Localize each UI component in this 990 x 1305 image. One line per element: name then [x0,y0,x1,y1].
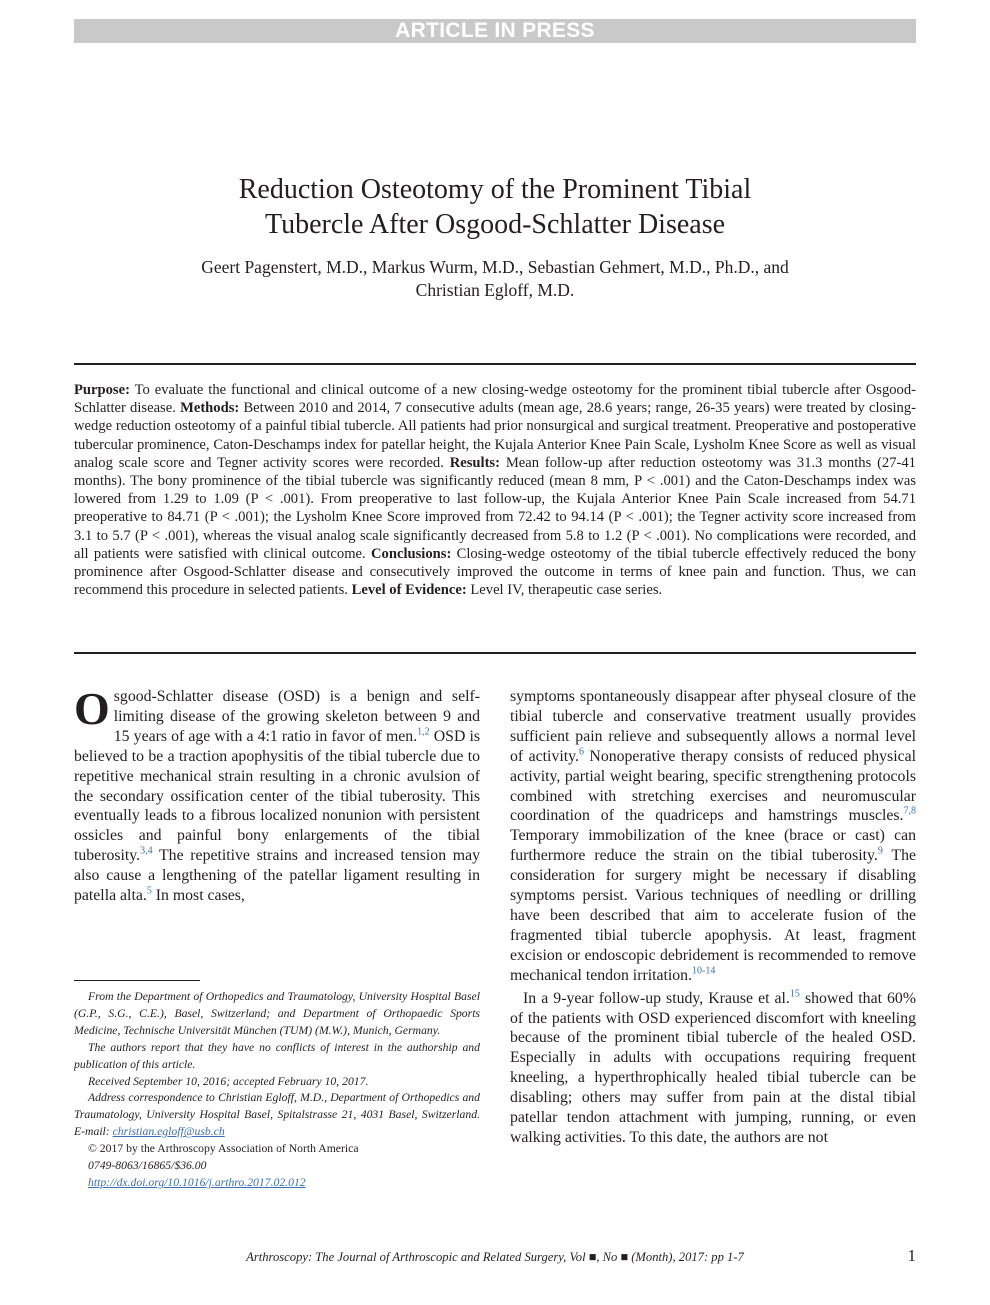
citation-ref[interactable]: 5 [146,885,152,897]
conflict-note: The authors report that they have no con… [74,1040,480,1071]
authors-line-2: Christian Egloff, M.D. [415,280,575,300]
citation-ref[interactable]: 15 [789,988,800,1000]
drop-cap: O [74,683,110,734]
citation-ref[interactable]: 9 [877,845,883,857]
article-in-press-banner: ARTICLE IN PRESS [74,19,916,43]
affiliation-note: From the Department of Orthopedics and T… [74,990,480,1037]
body-paragraph-2: In a 9-year follow-up study, Krause et a… [510,989,916,1148]
methods-text: Between 2010 and 2014, 7 consecutive adu… [74,400,917,471]
email-link[interactable]: christian.egloff@usb.ch [112,1125,225,1139]
right-text-a: symptoms spontaneously disappear after p… [510,688,916,765]
citation-ref[interactable]: 3,4 [140,845,153,857]
abstract-bottom-rule [74,652,916,654]
right-text-d: The consideration for surgery might be n… [510,847,916,984]
doi-note: http://dx.doi.org/10.1016/j.arthro.2017.… [74,1175,480,1192]
level-of-evidence-text: Level IV, therapeutic case series. [470,582,663,599]
citation-ref[interactable]: 7,8 [903,806,917,818]
results-text: Mean follow-up after reduction osteotomy… [74,454,916,562]
copyright-note: © 2017 by the Arthroscopy Association of… [88,1142,359,1156]
title-line-1: Reduction Osteotomy of the Prominent Tib… [238,174,752,205]
correspondence-text: Address correspondence to Christian Eglo… [74,1091,480,1139]
article-footnotes: From the Department of Orthopedics and T… [74,989,480,1192]
body-paragraph-1: symptoms spontaneously disappear after p… [510,687,916,986]
right-text-f: showed that 60% of the patients with OSD… [510,989,916,1146]
methods-label: Methods: [180,400,240,417]
intro-text-c: The repetitive strains and increased ten… [74,847,480,905]
abstract: Purpose: To evaluate the functional and … [74,381,916,599]
intro-text-a: sgood-Schlatter disease (OSD) is a benig… [113,688,480,745]
correspondence-note: Address correspondence to Christian Eglo… [74,1090,480,1141]
citation-ref[interactable]: 10-14 [692,965,716,977]
doi-link[interactable]: http://dx.doi.org/10.1016/j.arthro.2017.… [88,1175,306,1189]
right-text-e: In a 9-year follow-up study, Krause et a… [523,989,790,1007]
right-text-c: Temporary immobilization of the knee (br… [510,827,916,865]
page-number: 1 [907,1246,917,1265]
intro-text-b: OSD is believed to be a traction apophys… [74,727,480,865]
abstract-top-rule [74,363,916,365]
journal-citation: Arthroscopy: The Journal of Arthroscopic… [246,1250,744,1264]
body-column-right: symptoms spontaneously disappear after p… [510,687,916,1148]
authors-line-1: Geert Pagenstert, M.D., Markus Wurm, M.D… [201,257,789,277]
issn-note: 0749-8063/16865/$36.00 [88,1159,207,1173]
citation-ref[interactable]: 1,2 [417,726,430,738]
level-of-evidence-label: Level of Evidence: [351,582,467,599]
received-note: Received September 10, 2016; accepted Fe… [88,1074,369,1088]
page-footer: Arthroscopy: The Journal of Arthroscopic… [74,1246,916,1268]
title-line-2: Tubercle After Osgood-Schlatter Disease [264,209,726,240]
purpose-label: Purpose: [74,382,130,398]
article-title: Reduction Osteotomy of the Prominent Tib… [74,172,916,242]
footnote-rule [74,980,200,981]
results-label: Results: [449,454,500,471]
author-list: Geert Pagenstert, M.D., Markus Wurm, M.D… [74,256,916,302]
purpose-text: To evaluate the functional and clinical … [74,382,916,417]
conclusions-label: Conclusions: [371,545,452,562]
conclusions-text: Closing-wedge osteotomy of the tibial tu… [74,545,916,599]
intro-text-d: In most cases, [151,887,245,905]
right-text-b: Nonoperative therapy consists of reduced… [510,747,916,825]
citation-ref[interactable]: 6 [578,746,584,758]
